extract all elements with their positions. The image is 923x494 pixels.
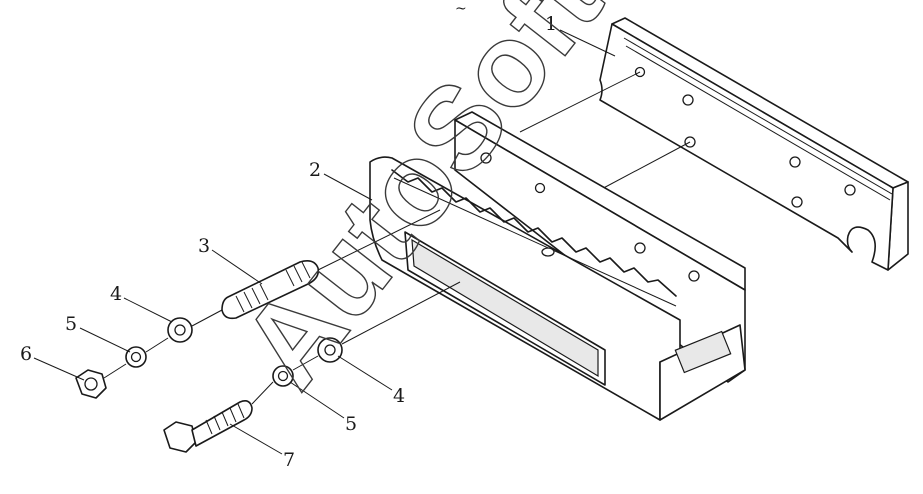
callout-4-upper: 4 [110, 283, 173, 323]
part-6-hex-nut [75, 369, 107, 399]
callout-6: 6 [20, 343, 85, 381]
callout-5-lower: 5 [289, 381, 357, 435]
svg-text:3: 3 [198, 235, 210, 257]
svg-text:4: 4 [110, 283, 122, 305]
svg-text:2: 2 [309, 159, 321, 181]
part-3-stud [221, 260, 320, 320]
part-2-main-block [369, 111, 746, 421]
part-5-lock-washer-upper [125, 346, 147, 368]
part-5-lock-washer-lower [272, 365, 294, 387]
callout-7: 7 [229, 423, 295, 471]
callout-2: 2 [309, 159, 373, 201]
svg-text:1: 1 [545, 13, 557, 35]
part-4-washer-lower [317, 337, 343, 363]
callout-3: 3 [198, 235, 263, 285]
top-mark: ~ [455, 1, 467, 17]
part-4-washer-upper [167, 317, 193, 343]
svg-text:7: 7 [283, 449, 295, 471]
part-1-back-plate [599, 17, 909, 271]
callout-4-lower: 4 [337, 355, 405, 407]
svg-text:6: 6 [20, 343, 32, 365]
part-7-bolt [163, 400, 253, 453]
svg-text:5: 5 [65, 313, 77, 335]
callout-1: 1 [545, 13, 616, 57]
svg-text:5: 5 [345, 413, 357, 435]
svg-text:4: 4 [393, 385, 405, 407]
callout-5-upper: 5 [65, 313, 131, 353]
